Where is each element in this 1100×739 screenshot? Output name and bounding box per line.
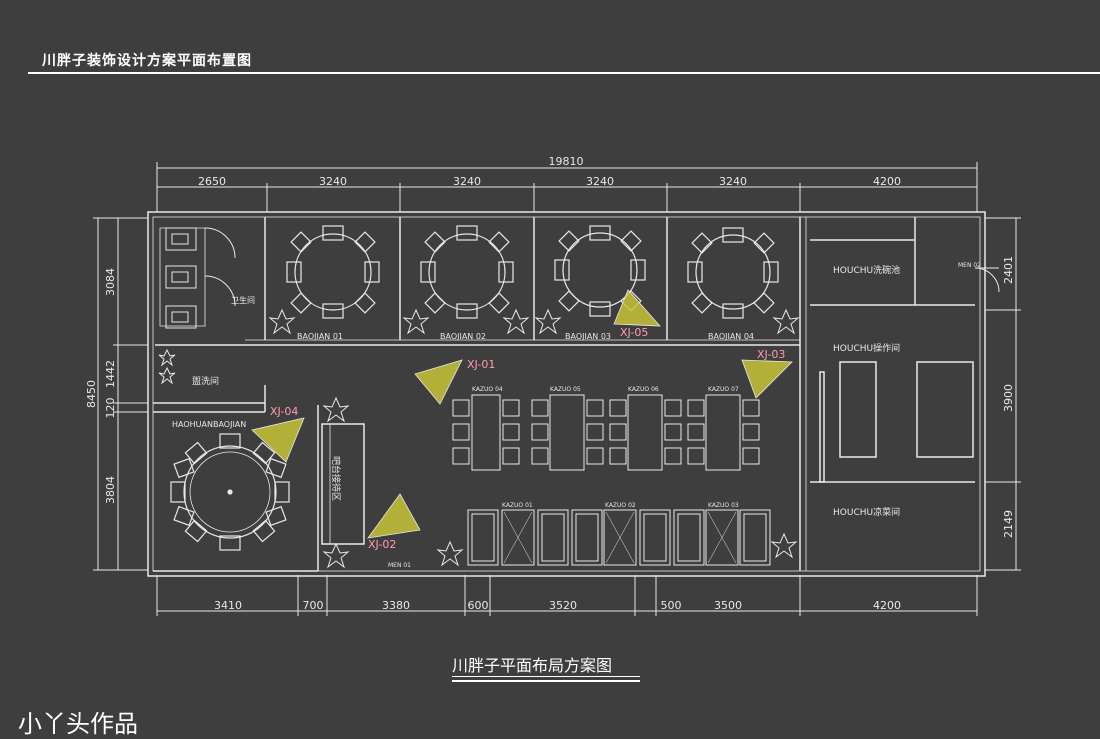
viewpoint-label: XJ-04 (270, 405, 298, 418)
viewpoint-marker-icon (613, 289, 661, 327)
plant-icon (772, 308, 800, 335)
viewpoint-label: XJ-05 (620, 326, 648, 339)
dim-right: 2401 (1002, 256, 1015, 284)
dim-left: 120 (104, 398, 117, 419)
viewpoint-marker-icon (367, 493, 421, 539)
viewpoint-marker-icon (414, 359, 463, 405)
room-label: HOUCHU操作间 (833, 342, 900, 354)
plants (158, 308, 800, 569)
viewpoint-marker-icon (251, 417, 305, 463)
dim-right: 3900 (1002, 384, 1015, 412)
viewpoint-label: XJ-02 (368, 538, 396, 551)
hall-table-06 (609, 394, 682, 471)
table-label: KAZUO 02 (605, 502, 636, 509)
viewpoint-marker-icon (741, 359, 793, 399)
table-label: KAZUO 06 (628, 386, 659, 393)
plant-icon (158, 348, 176, 367)
hall-table-07 (687, 394, 760, 471)
plant-icon (534, 308, 562, 335)
plant-icon (158, 366, 176, 385)
viewpoint-label: XJ-03 (757, 348, 785, 361)
hall-tables (452, 394, 760, 471)
dim-bottom: 500 (661, 599, 682, 612)
plant-icon (268, 308, 296, 335)
room-label: 盥洗间 (192, 375, 219, 387)
dim-top: 2650 (198, 175, 226, 188)
dim-left: 3084 (104, 268, 117, 296)
caption-underline (452, 676, 640, 677)
plant-icon (402, 308, 430, 335)
table-label: KAZUO 01 (502, 502, 533, 509)
author-credit: 小丫头作品 (18, 710, 138, 738)
hall-table-05 (531, 394, 604, 471)
table-label: KAZUO 05 (550, 386, 581, 393)
viewpoint-label: XJ-01 (467, 358, 495, 371)
round-table-02 (420, 225, 514, 319)
door-label: MEN 01 (388, 562, 411, 569)
room-label: 卫生间 (231, 295, 255, 305)
dim-bottom: 4200 (873, 599, 901, 612)
dim-right: 2149 (1002, 510, 1015, 538)
room-label: HAOHUANBAOJIAN (172, 420, 246, 429)
dim-top: 3240 (319, 175, 347, 188)
dim-bottom: 700 (303, 599, 324, 612)
door-label: MEN 02 (958, 262, 981, 269)
room-label: BAOJIAN 01 (297, 332, 343, 341)
room-label: BAOJIAN 02 (440, 332, 486, 341)
dim-bottom: 3380 (382, 599, 410, 612)
plant-icon (322, 542, 350, 569)
round-table-03 (554, 225, 646, 317)
luxury-round-table (170, 433, 290, 551)
table-label: KAZUO 03 (708, 502, 739, 509)
plant-icon (436, 540, 464, 567)
drawing-title: 川胖子装饰设计方案平面布置图 (42, 53, 252, 69)
dim-top: 3240 (586, 175, 614, 188)
dim-top: 3240 (453, 175, 481, 188)
toilet-fixtures (165, 227, 197, 329)
dim-top: 4200 (873, 175, 901, 188)
doors (204, 227, 1000, 307)
room-label: BAOJIAN 04 (708, 332, 754, 341)
header-rule (28, 72, 1100, 74)
hall-table-04 (452, 394, 520, 471)
dim-top-total: 19810 (549, 155, 584, 168)
viewpoint-markers (251, 289, 793, 539)
room-label: HOUCHU凉菜间 (833, 506, 900, 518)
dim-bottom: 600 (468, 599, 489, 612)
booths (467, 509, 771, 566)
plant-icon (322, 396, 350, 423)
dim-left-total: 8450 (85, 380, 98, 408)
dim-bottom: 3500 (714, 599, 742, 612)
dim-left: 1442 (104, 360, 117, 388)
plant-icon (770, 532, 798, 559)
room-label: HOUCHU洗碗池 (833, 264, 900, 276)
plant-icon (502, 308, 530, 335)
table-label: KAZUO 04 (472, 386, 503, 393)
plan-caption: 川胖子平面布局方案图 (452, 656, 613, 675)
round-table-01 (286, 225, 380, 319)
round-table-04 (687, 227, 779, 319)
dim-left: 3804 (104, 476, 117, 504)
dim-bottom: 3410 (214, 599, 242, 612)
table-label: KAZUO 07 (708, 386, 739, 393)
room-label: BAOJIAN 03 (565, 332, 611, 341)
private-room-tables (286, 225, 779, 319)
caption-underline (452, 680, 640, 682)
dim-top: 3240 (719, 175, 747, 188)
room-label: 吧台接待区 (330, 456, 342, 501)
dim-bottom: 3520 (549, 599, 577, 612)
